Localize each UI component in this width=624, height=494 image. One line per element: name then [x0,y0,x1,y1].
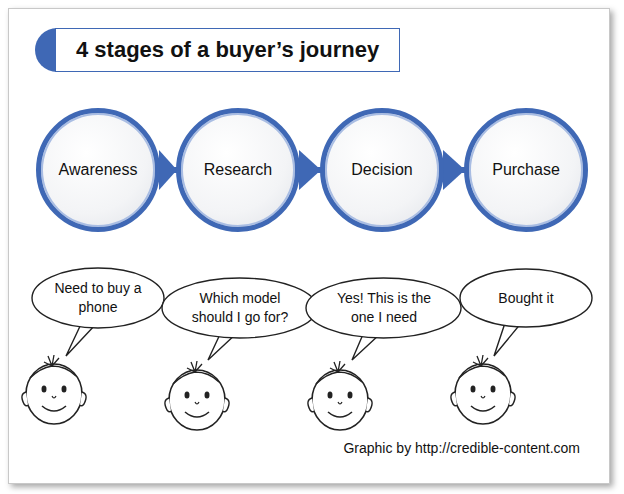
stage-label: Research [204,161,272,179]
bubble-outline [305,277,462,339]
speech-bubble: Which model should I go for? [161,277,318,339]
picture-frame [8,8,610,484]
stage-arrow [157,150,177,190]
arrow-head [299,150,321,190]
stage-circle: Decision [320,108,444,232]
stage-label: Decision [351,161,412,179]
speech-text: Yes! This is the one I need [330,289,438,327]
bubble-ellipse [32,268,164,328]
stage-arrow [297,150,321,190]
bubble-outline [31,267,165,329]
face [451,355,515,424]
speech-bubble: Yes! This is the one I need [305,277,462,339]
face [165,361,229,430]
bubble-ellipse [460,269,592,327]
arrow-head [159,150,177,190]
stage-arrow [441,150,465,190]
stage-circle: Awareness [36,108,160,232]
caption-text: Graphic by http://credible-content.com [343,440,580,456]
speech-bubble: Bought it [459,268,593,328]
face [22,355,86,424]
stage-circle: Purchase [464,108,588,232]
speech-text: Which model should I go for? [186,289,294,327]
speech-bubble: Need to buy a phone [31,267,165,329]
bubble-ellipse [162,278,317,338]
stage-circle: Research [176,108,300,232]
title-text: 4 stages of a buyer’s journey [76,37,379,63]
bubble-ellipse [306,278,461,338]
stage-label: Awareness [59,161,138,179]
face [308,361,372,430]
title-box: 4 stages of a buyer’s journey [55,28,400,72]
speech-text: Need to buy a phone [53,279,143,317]
arrow-head [443,150,465,190]
bubble-outline [161,277,318,339]
speech-text: Bought it [498,289,553,308]
stage-label: Purchase [492,161,560,179]
